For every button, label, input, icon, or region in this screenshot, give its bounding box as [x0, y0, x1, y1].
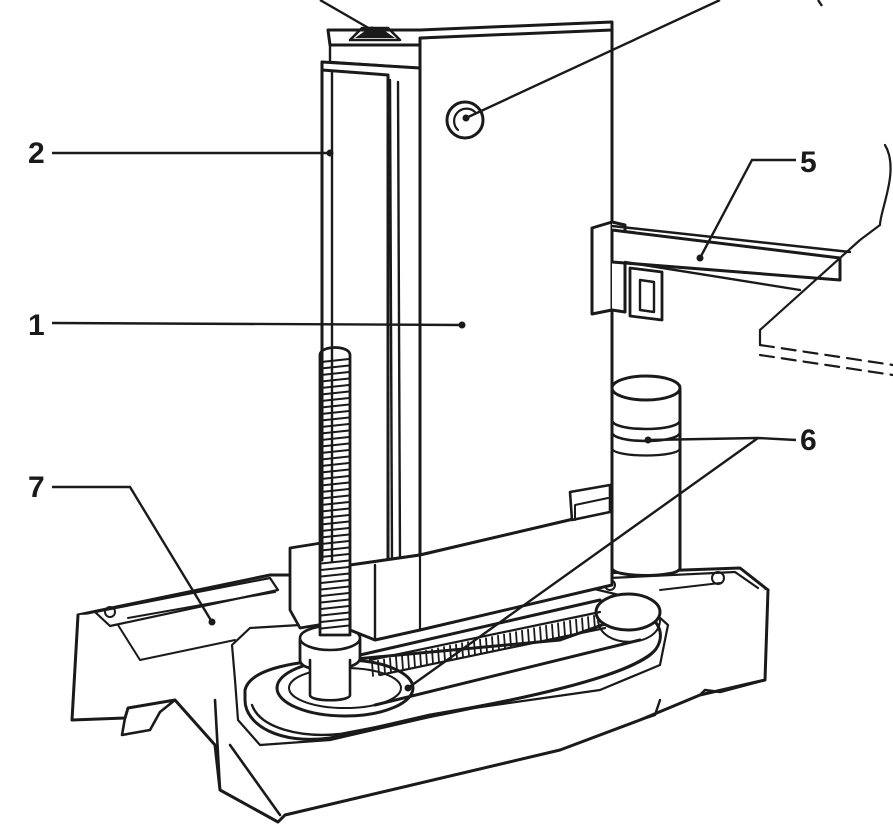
callout-label-1: 1	[28, 309, 45, 342]
motor-cylinder	[610, 374, 682, 577]
lead-screw	[288, 346, 362, 702]
callout-label-7: 7	[28, 471, 45, 504]
callout-label-2: 2	[28, 137, 45, 170]
callouts: 2 1 5 6 7	[28, 0, 823, 692]
support-arm	[590, 143, 893, 377]
callout-label-6: 6	[800, 424, 817, 457]
column-housing	[320, 20, 614, 642]
callout-label-5: 5	[800, 146, 817, 179]
